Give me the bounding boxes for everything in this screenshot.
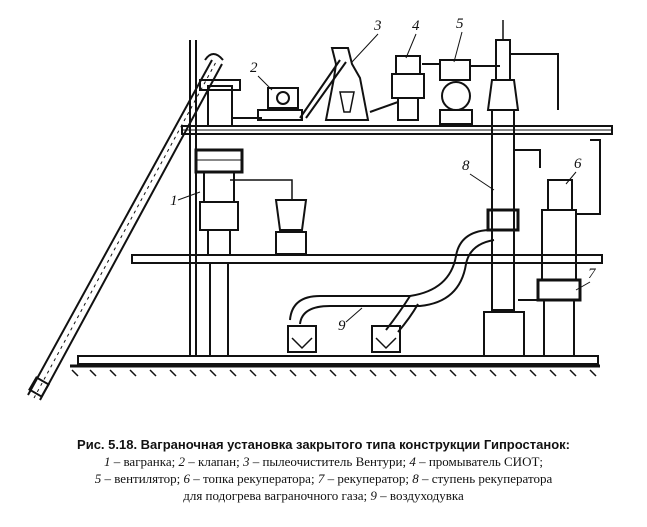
legend-num: 5: [94, 471, 102, 486]
legend-text: – воздуходувка: [376, 488, 464, 503]
legend-text: – вентилятор;: [101, 471, 184, 486]
cupola: [194, 79, 244, 357]
label-2: 2: [250, 60, 258, 76]
label-5: 5: [456, 16, 464, 32]
legend-text: – ступень рекуператора: [418, 471, 553, 486]
legend-text: – пылеочиститель Вентури;: [249, 454, 410, 469]
duct: [514, 149, 541, 168]
caption-line-2: 5 – вентилятор; 6 – топка рекуператора; …: [0, 470, 647, 487]
caption-title: Рис. 5.18. Ваграночная установка закрыто…: [77, 437, 570, 452]
legend-num: 7: [317, 471, 325, 486]
legend-num: 3: [242, 454, 250, 469]
label-9: 9: [338, 318, 346, 334]
ladle: [274, 199, 308, 255]
caption-line-1: 1 – вагранка; 2 – клапан; 3 – пылеочисти…: [0, 453, 647, 470]
legend-text: – вагранка;: [110, 454, 179, 469]
legend-num: 9: [370, 488, 377, 503]
label-8: 8: [462, 158, 470, 174]
fan: [439, 59, 473, 125]
recuperator: [536, 179, 582, 357]
blower: [287, 325, 401, 353]
cupola-installation-diagram: 1 2 3 4 5 6 7 8 9: [27, 16, 613, 401]
venturi-scrubber: [299, 47, 370, 121]
legend-num: 2: [178, 454, 186, 469]
legend-text: – топка рекуператора;: [190, 471, 318, 486]
legend-num: 6: [183, 471, 191, 486]
legend-num: 4: [409, 454, 416, 469]
label-4: 4: [412, 18, 420, 34]
valve: [257, 87, 303, 121]
stack: [483, 20, 525, 357]
legend-text: для подогрева ваграночного газа;: [183, 488, 371, 503]
caption-line-3: для подогрева ваграночного газа; 9 – воз…: [0, 487, 647, 504]
label-6: 6: [574, 156, 582, 172]
legend-num: 8: [412, 471, 419, 486]
figure-caption: Рис. 5.18. Ваграночная установка закрыто…: [0, 436, 647, 504]
duct: [510, 53, 559, 110]
label-1: 1: [170, 193, 178, 209]
floor: [70, 355, 600, 377]
duct: [576, 139, 601, 215]
legend-text: – рекуператор;: [324, 471, 413, 486]
top-platform: [181, 125, 613, 135]
siot-washer: [369, 55, 425, 121]
label-7: 7: [588, 266, 597, 282]
legend-text: – клапан;: [185, 454, 243, 469]
label-3: 3: [373, 18, 382, 34]
legend-text: – промыватель СИОТ;: [415, 454, 544, 469]
skip-hoist: [27, 53, 224, 401]
middle-platform: [131, 254, 603, 264]
legend-num: 1: [103, 454, 111, 469]
